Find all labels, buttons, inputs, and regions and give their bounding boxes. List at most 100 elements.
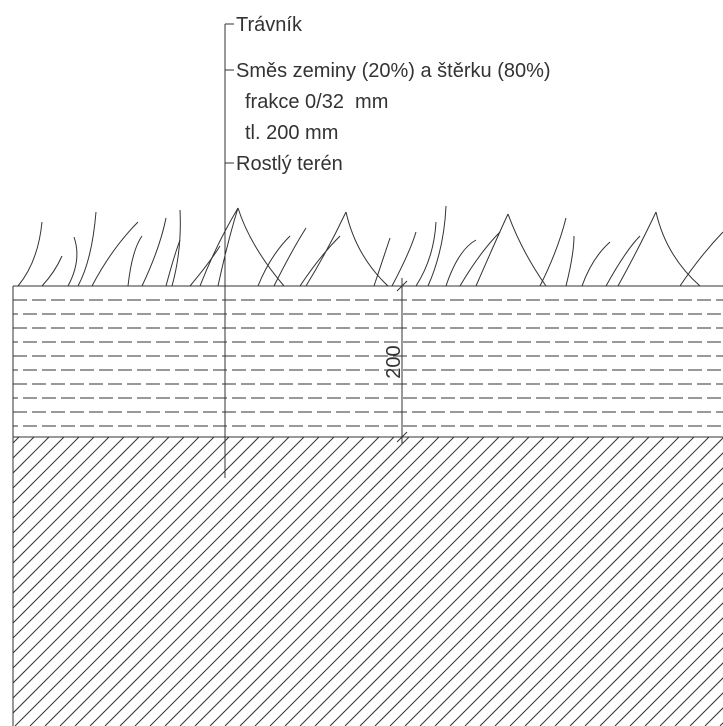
hatch-line — [89, 437, 380, 726]
hatch-line — [13, 437, 215, 639]
grass-blade — [427, 205, 447, 287]
hatch-line — [584, 587, 723, 726]
grass-blade — [679, 231, 723, 287]
label-mix-line1: Směs zeminy (20%) a štěrku (80%) — [236, 60, 551, 82]
grass-blade — [91, 221, 139, 287]
grass-blade — [41, 255, 63, 287]
hatch-line — [284, 437, 575, 726]
hatch-line — [644, 647, 723, 726]
grass-blade — [77, 211, 97, 287]
hatch-line — [689, 692, 723, 726]
dimension-tick-top — [396, 280, 408, 292]
hatch-line — [509, 512, 723, 726]
thickness-dimension — [396, 278, 408, 444]
grass-blade — [217, 207, 239, 287]
hatch-line — [329, 437, 620, 726]
leader — [224, 23, 234, 478]
grass-blade — [257, 235, 291, 287]
grass-blade — [539, 217, 567, 287]
label-grass: Trávník — [236, 14, 303, 36]
grass-blade — [445, 239, 477, 287]
hatch-line — [254, 437, 545, 726]
hatch-line — [209, 437, 500, 726]
hatch-line — [614, 617, 723, 726]
hatch-line — [13, 437, 185, 609]
dimension-label: 200 — [383, 345, 405, 378]
grass-blade — [415, 221, 437, 287]
subsoil-hatch — [13, 437, 723, 726]
hatch-line — [13, 437, 290, 714]
grass-blade — [475, 213, 509, 287]
hatch-line — [13, 437, 170, 594]
hatch-line — [104, 437, 395, 726]
hatch-line — [13, 437, 140, 564]
hatch-line — [13, 437, 35, 459]
hatch-line — [119, 437, 410, 726]
grass-blade — [605, 235, 641, 287]
hatch-line — [674, 677, 723, 726]
grass-blade — [581, 241, 611, 287]
grass-blade — [617, 211, 657, 287]
hatch-line — [224, 437, 515, 726]
hatch-line — [404, 437, 695, 726]
grass-blade — [67, 236, 78, 287]
grass-blade — [373, 237, 391, 287]
grass-layer — [17, 205, 723, 287]
hatch-line — [134, 437, 425, 726]
grass-blade — [127, 235, 143, 287]
hatch-line — [13, 437, 65, 489]
label-mix-line3: tl. 200 mm — [245, 122, 338, 144]
hatch-line — [659, 662, 723, 726]
grass-blade — [565, 235, 575, 287]
hatch-line — [13, 437, 230, 654]
hatch-line — [13, 437, 200, 624]
hatch-line — [494, 497, 723, 726]
grass-blade — [391, 231, 417, 287]
hatch-line — [74, 437, 365, 726]
hatch-line — [59, 437, 350, 726]
label-subsoil: Rostlý terén — [236, 153, 343, 175]
hatch-line — [13, 437, 275, 699]
hatch-line — [13, 437, 95, 519]
hatch-line — [344, 437, 635, 726]
hatch-line — [194, 437, 485, 726]
hatch-line — [569, 572, 723, 726]
hatch-line — [389, 437, 680, 726]
grass-blade — [507, 213, 547, 287]
grass-blade — [165, 239, 181, 287]
hatch-line — [299, 437, 590, 726]
grass-blade — [17, 221, 43, 287]
hatch-line — [629, 632, 723, 726]
hatch-line — [149, 437, 440, 726]
hatch-line — [479, 482, 723, 726]
label-mix-line2: frakce 0/32 mm — [245, 91, 388, 113]
grass-blade — [655, 211, 701, 287]
hatch-line — [524, 527, 723, 726]
hatch-line — [374, 437, 665, 726]
grass-blade — [237, 207, 285, 287]
grass-blade — [305, 211, 347, 287]
hatch-line — [13, 437, 125, 549]
soil-gravel-layer — [12, 285, 723, 726]
hatch-line — [13, 437, 245, 669]
grass-blade — [189, 245, 221, 287]
grass-blade — [141, 217, 167, 287]
hatch-line — [554, 557, 723, 726]
hatch-line — [179, 437, 470, 726]
grass-blade — [199, 207, 239, 287]
hatch-line — [599, 602, 723, 726]
hatch-line — [14, 437, 305, 726]
grass-blade — [299, 235, 341, 287]
grass-blade — [171, 209, 181, 287]
grass-blade — [345, 211, 389, 287]
hatch-line — [29, 437, 320, 726]
hatch-line — [13, 437, 260, 684]
hatch-line — [314, 437, 605, 726]
dimension-tick-bottom — [396, 431, 408, 443]
grass-blade — [273, 227, 307, 287]
hatch-line — [269, 437, 560, 726]
hatch-line — [13, 437, 80, 504]
hatch-line — [164, 437, 455, 726]
hatch-line — [539, 542, 723, 726]
